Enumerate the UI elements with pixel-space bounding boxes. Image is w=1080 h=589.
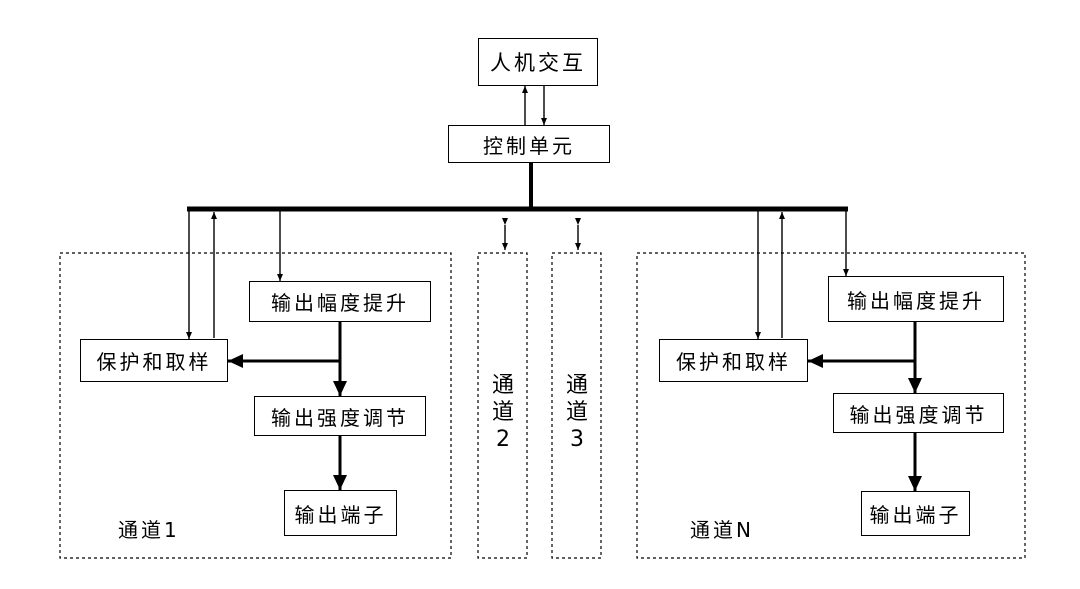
ch3-label-line2: 道	[565, 400, 588, 425]
ch2-label: 通 道 2	[478, 372, 528, 453]
channel-2-container	[477, 252, 528, 559]
ch1-intensity-box: 输出强度调节	[254, 396, 426, 436]
hmi-box: 人机交互	[478, 38, 598, 86]
ch2-label-line2: 道	[491, 400, 514, 425]
chn-label: 通道N	[690, 518, 754, 542]
ch1-terminal-box: 输出端子	[284, 490, 397, 536]
chn-terminal-box: 输出端子	[861, 491, 970, 536]
channel-n-container	[636, 252, 1026, 559]
control-unit-box: 控制单元	[448, 125, 610, 163]
ch3-label-line1: 通	[565, 373, 588, 398]
ch1-label: 通道1	[118, 518, 180, 542]
ch2-label-line3: 2	[496, 427, 510, 452]
channel-3-container	[551, 252, 602, 559]
ch3-label-line3: 3	[570, 427, 584, 452]
ch1-amp-box: 输出幅度提升	[249, 281, 431, 322]
chn-amp-box: 输出幅度提升	[828, 276, 1004, 322]
ch1-protect-box: 保护和取样	[80, 339, 228, 382]
chn-intensity-box: 输出强度调节	[833, 393, 1004, 433]
ch3-label: 通 道 3	[552, 372, 602, 453]
chn-protect-box: 保护和取样	[659, 339, 808, 382]
ch2-label-line1: 通	[491, 373, 514, 398]
